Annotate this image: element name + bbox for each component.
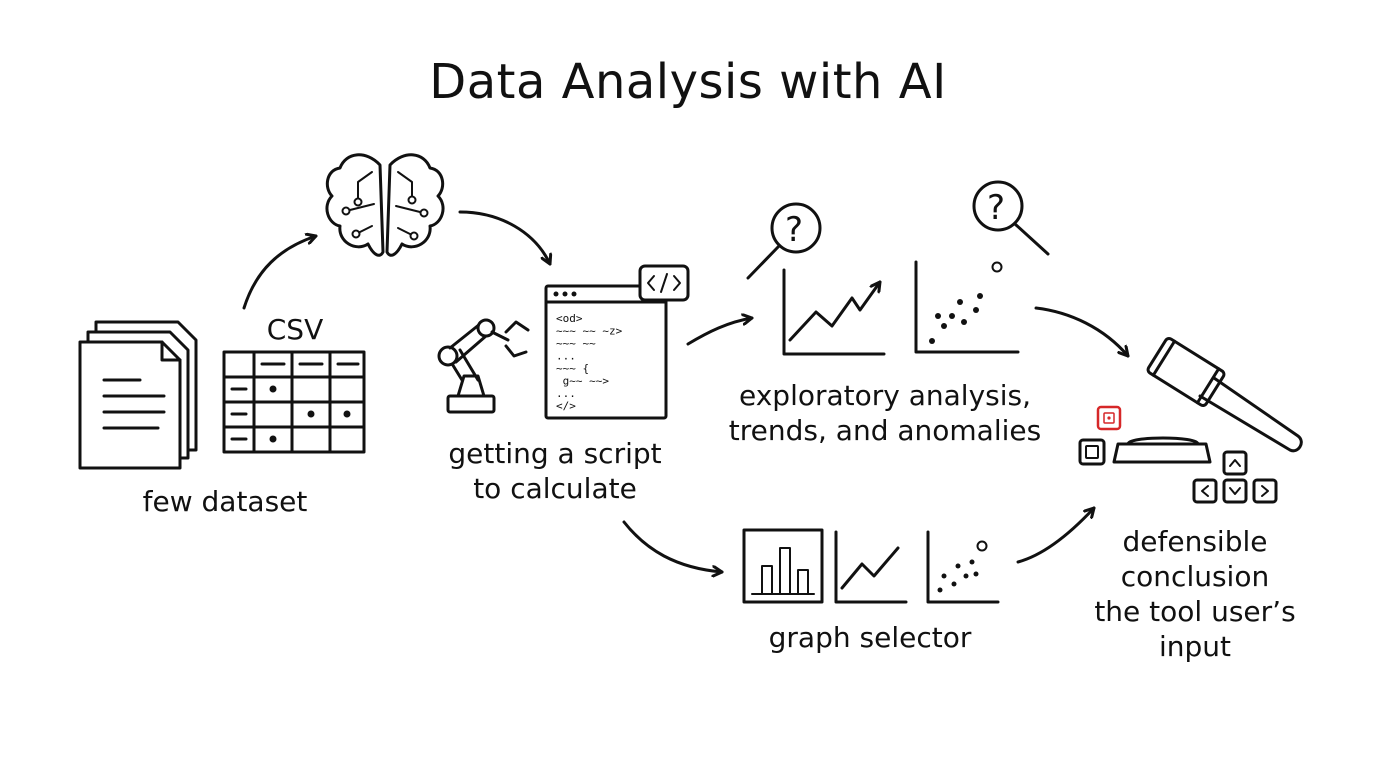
code-tag-icon — [640, 266, 688, 300]
flow-arrows — [244, 212, 1128, 572]
code-line: ~~~ { — [556, 362, 589, 375]
robot-arm-icon — [439, 320, 528, 412]
keyboard-keys-icon — [1080, 407, 1276, 502]
exploratory-analysis-label: exploratory analysis, trends, and anomal… — [728, 379, 1042, 447]
code-line: ... — [556, 350, 576, 363]
scatter-chart-icon — [928, 532, 998, 602]
arrow-dataset-to-brain — [244, 236, 316, 308]
code-window-icon: <od>~~~ ~~ ~z>~~~ ~~...~~~ { g~~ ~~>...<… — [546, 286, 666, 418]
code-line: ~~~ ~~ ~z> — [556, 325, 623, 338]
dataset-label: few dataset — [142, 485, 308, 518]
svg-text:?: ? — [785, 210, 803, 250]
script-label: getting a script to calculate — [448, 437, 662, 505]
csv-table-icon — [224, 352, 364, 452]
code-line: ... — [556, 387, 576, 400]
conclusion-label: defensible conclusion the tool user’s in… — [1094, 525, 1296, 663]
arrow-script-to-explore — [688, 318, 752, 344]
arrow-brain-to-script — [460, 212, 550, 264]
magnifier-question-icon: ? — [974, 182, 1048, 254]
arrow-script-to-graph — [624, 522, 722, 572]
code-line: <od> — [556, 312, 583, 325]
trend-line-chart-icon — [784, 270, 884, 354]
arrow-graph-to-conclusion — [1018, 508, 1094, 562]
magnifier-question-icon: ? — [748, 204, 820, 278]
svg-text:<od>~~~ ~~ ~z>~~~ ~~...~~~ {: <od>~~~ ~~ ~z>~~~ ~~...~~~ { g~~ ~~>...<… — [556, 312, 623, 413]
bar-chart-icon — [744, 530, 822, 602]
line-chart-icon — [836, 532, 906, 602]
scatter-chart-icon — [916, 262, 1018, 352]
code-line: ~~~ ~~ — [556, 337, 596, 350]
code-line: g~~ ~~> — [556, 375, 609, 388]
code-line: </> — [556, 400, 576, 413]
csv-label: CSV — [266, 313, 324, 346]
arrow-explore-to-conclusion — [1036, 308, 1128, 356]
svg-text:?: ? — [987, 188, 1005, 228]
gavel-icon — [1114, 337, 1301, 462]
graph-selector-label: graph selector — [768, 621, 972, 654]
page-title: Data Analysis with AI — [429, 54, 947, 110]
documents-icon — [80, 322, 196, 468]
brain-circuit-icon — [327, 155, 443, 255]
